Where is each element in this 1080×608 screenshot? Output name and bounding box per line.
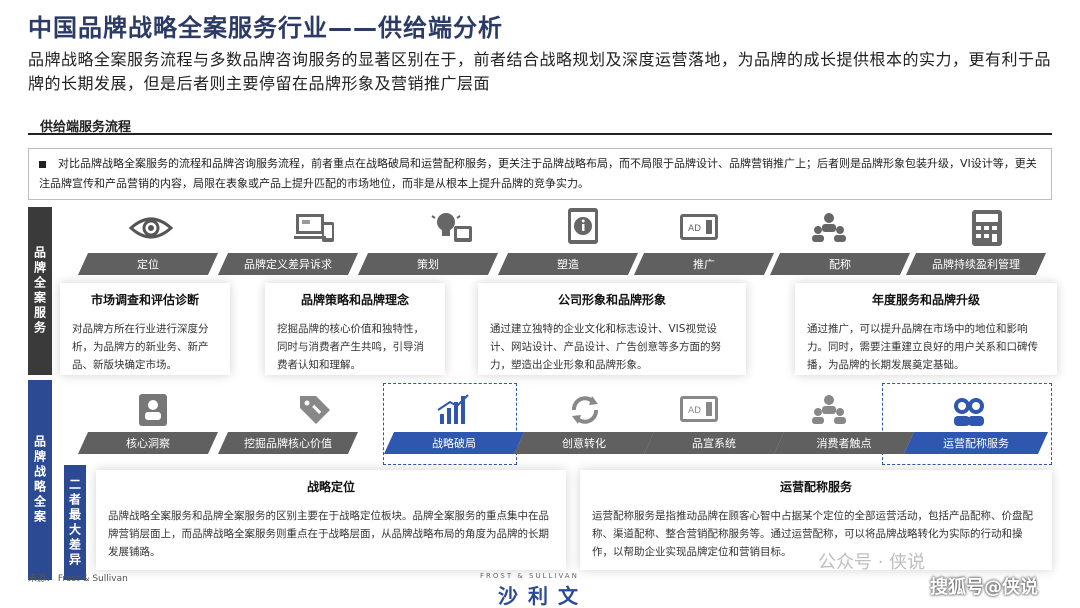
team-icon xyxy=(806,390,852,434)
step-core-insight: 核心洞察 xyxy=(78,432,218,454)
brand-logo-en: FROST & SULLIVAN xyxy=(480,572,579,580)
step-shaping: 塑造 xyxy=(498,253,638,275)
card-text: 挖掘品牌的核心价值和独特性，同时与消费者产生共鸣，引导消费者认知和理解。 xyxy=(277,323,424,371)
summary-note: 对比品牌战略全案服务的流程和品牌咨询服务流程，前者重点在战略破局和运营配称服务，… xyxy=(28,148,1052,200)
step-positioning: 定位 xyxy=(78,253,218,275)
highlight-operation-service xyxy=(882,383,1052,465)
biggest-difference-label: 二者最大差异 xyxy=(64,465,86,580)
card-title: 运营配称服务 xyxy=(779,480,852,494)
card-text: 运营配称服务是指推动品牌在顾客心智中占据某个定位的全部运营活动，包括产品配称、价… xyxy=(592,510,1033,558)
brand-logo-cn: 沙利文 xyxy=(498,584,588,608)
band-label: 品牌战略全案 xyxy=(32,435,47,525)
step-operation-matching-service: 运营配称服务 xyxy=(904,432,1048,454)
card-annual-service: 年度服务和品牌升级 通过推广，可以提升品牌在市场中的地位和影响力。同时，需要注重… xyxy=(795,283,1057,375)
page-subtitle: 品牌战略全案服务流程与多数品牌咨询服务的显著区别在于，前者结合战略规划及深度运营… xyxy=(28,50,1052,93)
section-divider xyxy=(28,133,1052,135)
svg-text:AD: AD xyxy=(688,224,701,234)
plus-calculator-icon xyxy=(964,208,1010,252)
watermark-wechat: 公众号 · 侠说 xyxy=(818,552,926,573)
ad-screen-icon: AD xyxy=(676,208,722,252)
band-label: 品牌全案服务 xyxy=(32,246,47,336)
customer-service-icon xyxy=(946,390,992,434)
card-title: 品牌策略和品牌理念 xyxy=(300,293,409,307)
biggest-difference-text: 二者最大差异 xyxy=(67,477,82,568)
highlight-strategy-breakthrough xyxy=(383,383,517,465)
bar-chart-icon xyxy=(430,390,476,434)
page-title: 中国品牌战略全案服务行业——供给端分析 xyxy=(28,14,503,42)
card-text: 对品牌方所在行业进行深度分析，为品牌方的新业务、新产品、新版块确定市场。 xyxy=(72,323,209,371)
step-core-value: 挖掘品牌核心价值 xyxy=(218,432,358,454)
summary-note-text: 对比品牌战略全案服务的流程和品牌咨询服务流程，前者重点在战略破局和运营配称服务，… xyxy=(39,157,1037,190)
card-text: 通过推广，可以提升品牌在市场中的地位和影响力。同时，需要注重建立良好的用户关系和… xyxy=(807,323,1038,371)
card-title: 年度服务和品牌升级 xyxy=(871,293,980,307)
card-text: 品牌战略全案服务和品牌全案服务的区别主要在于战略定位板块。品牌全案服务的重点集中… xyxy=(108,510,549,558)
bottom-process-row: 核心洞察 挖掘品牌核心价值 战略破局 创意转化 品宣系统 消费者触点 运营配称服… xyxy=(78,432,1050,454)
card-text: 通过建立独特的企业文化和标志设计、VIS视觉设计、网站设计、产品设计、广告创意等… xyxy=(490,323,721,371)
section-heading: 供给端服务流程 xyxy=(40,120,132,135)
card-title: 公司形象和品牌形象 xyxy=(557,293,666,307)
card-strategic-positioning: 战略定位 品牌战略全案服务和品牌全案服务的区别主要在于战略定位板块。品牌全案服务… xyxy=(96,470,566,570)
devices-icon xyxy=(292,208,338,252)
bullet-icon xyxy=(39,160,46,168)
idea-icon xyxy=(430,208,476,252)
band-brand-strategy-full-service: 品牌战略全案 xyxy=(28,380,52,580)
card-title: 战略定位 xyxy=(306,480,355,494)
top-process-row: 定位 品牌定义差异诉求 策划 塑造 推广 配称 品牌持续盈利管理 xyxy=(78,253,1050,275)
team-icon xyxy=(806,208,852,252)
step-profit-management: 品牌持续盈利管理 xyxy=(906,253,1046,275)
source-note: 来源： Frost & Sullivan xyxy=(28,574,128,584)
profile-icon xyxy=(130,390,176,434)
step-brand-promotion-system: 品宣系统 xyxy=(644,432,784,454)
card-operation-matching: 运营配称服务 运营配称服务是指推动品牌在顾客心智中占据某个定位的全部运营活动，包… xyxy=(580,470,1052,570)
card-brand-strategy: 品牌策略和品牌理念 挖掘品牌的核心价值和独特性，同时与消费者产生共鸣，引导消费者… xyxy=(265,283,445,375)
svg-text:AD: AD xyxy=(688,406,701,416)
eye-icon xyxy=(128,208,174,252)
card-corporate-image: 公司形象和品牌形象 通过建立独特的企业文化和标志设计、VIS视觉设计、网站设计、… xyxy=(478,283,746,375)
step-planning: 策划 xyxy=(358,253,498,275)
step-strategy-breakthrough: 战略破局 xyxy=(384,432,524,454)
tag-icon xyxy=(290,390,336,434)
step-promotion: 推广 xyxy=(634,253,774,275)
step-brand-differentiation: 品牌定义差异诉求 xyxy=(218,253,358,275)
ad-screen-icon: AD xyxy=(676,390,722,434)
watermark-sohu: 搜狐号@侠说 xyxy=(930,577,1038,598)
step-creative-conversion: 创意转化 xyxy=(514,432,654,454)
card-market-research: 市场调查和评估诊断 对品牌方所在行业进行深度分析，为品牌方的新业务、新产品、新版… xyxy=(60,283,230,375)
band-brand-full-service: 品牌全案服务 xyxy=(28,207,52,375)
phone-info-icon xyxy=(562,206,608,250)
step-matching: 配称 xyxy=(770,253,910,275)
step-consumer-touchpoints: 消费者触点 xyxy=(774,432,914,454)
refresh-icon xyxy=(562,390,608,434)
card-title: 市场调查和评估诊断 xyxy=(90,293,199,307)
